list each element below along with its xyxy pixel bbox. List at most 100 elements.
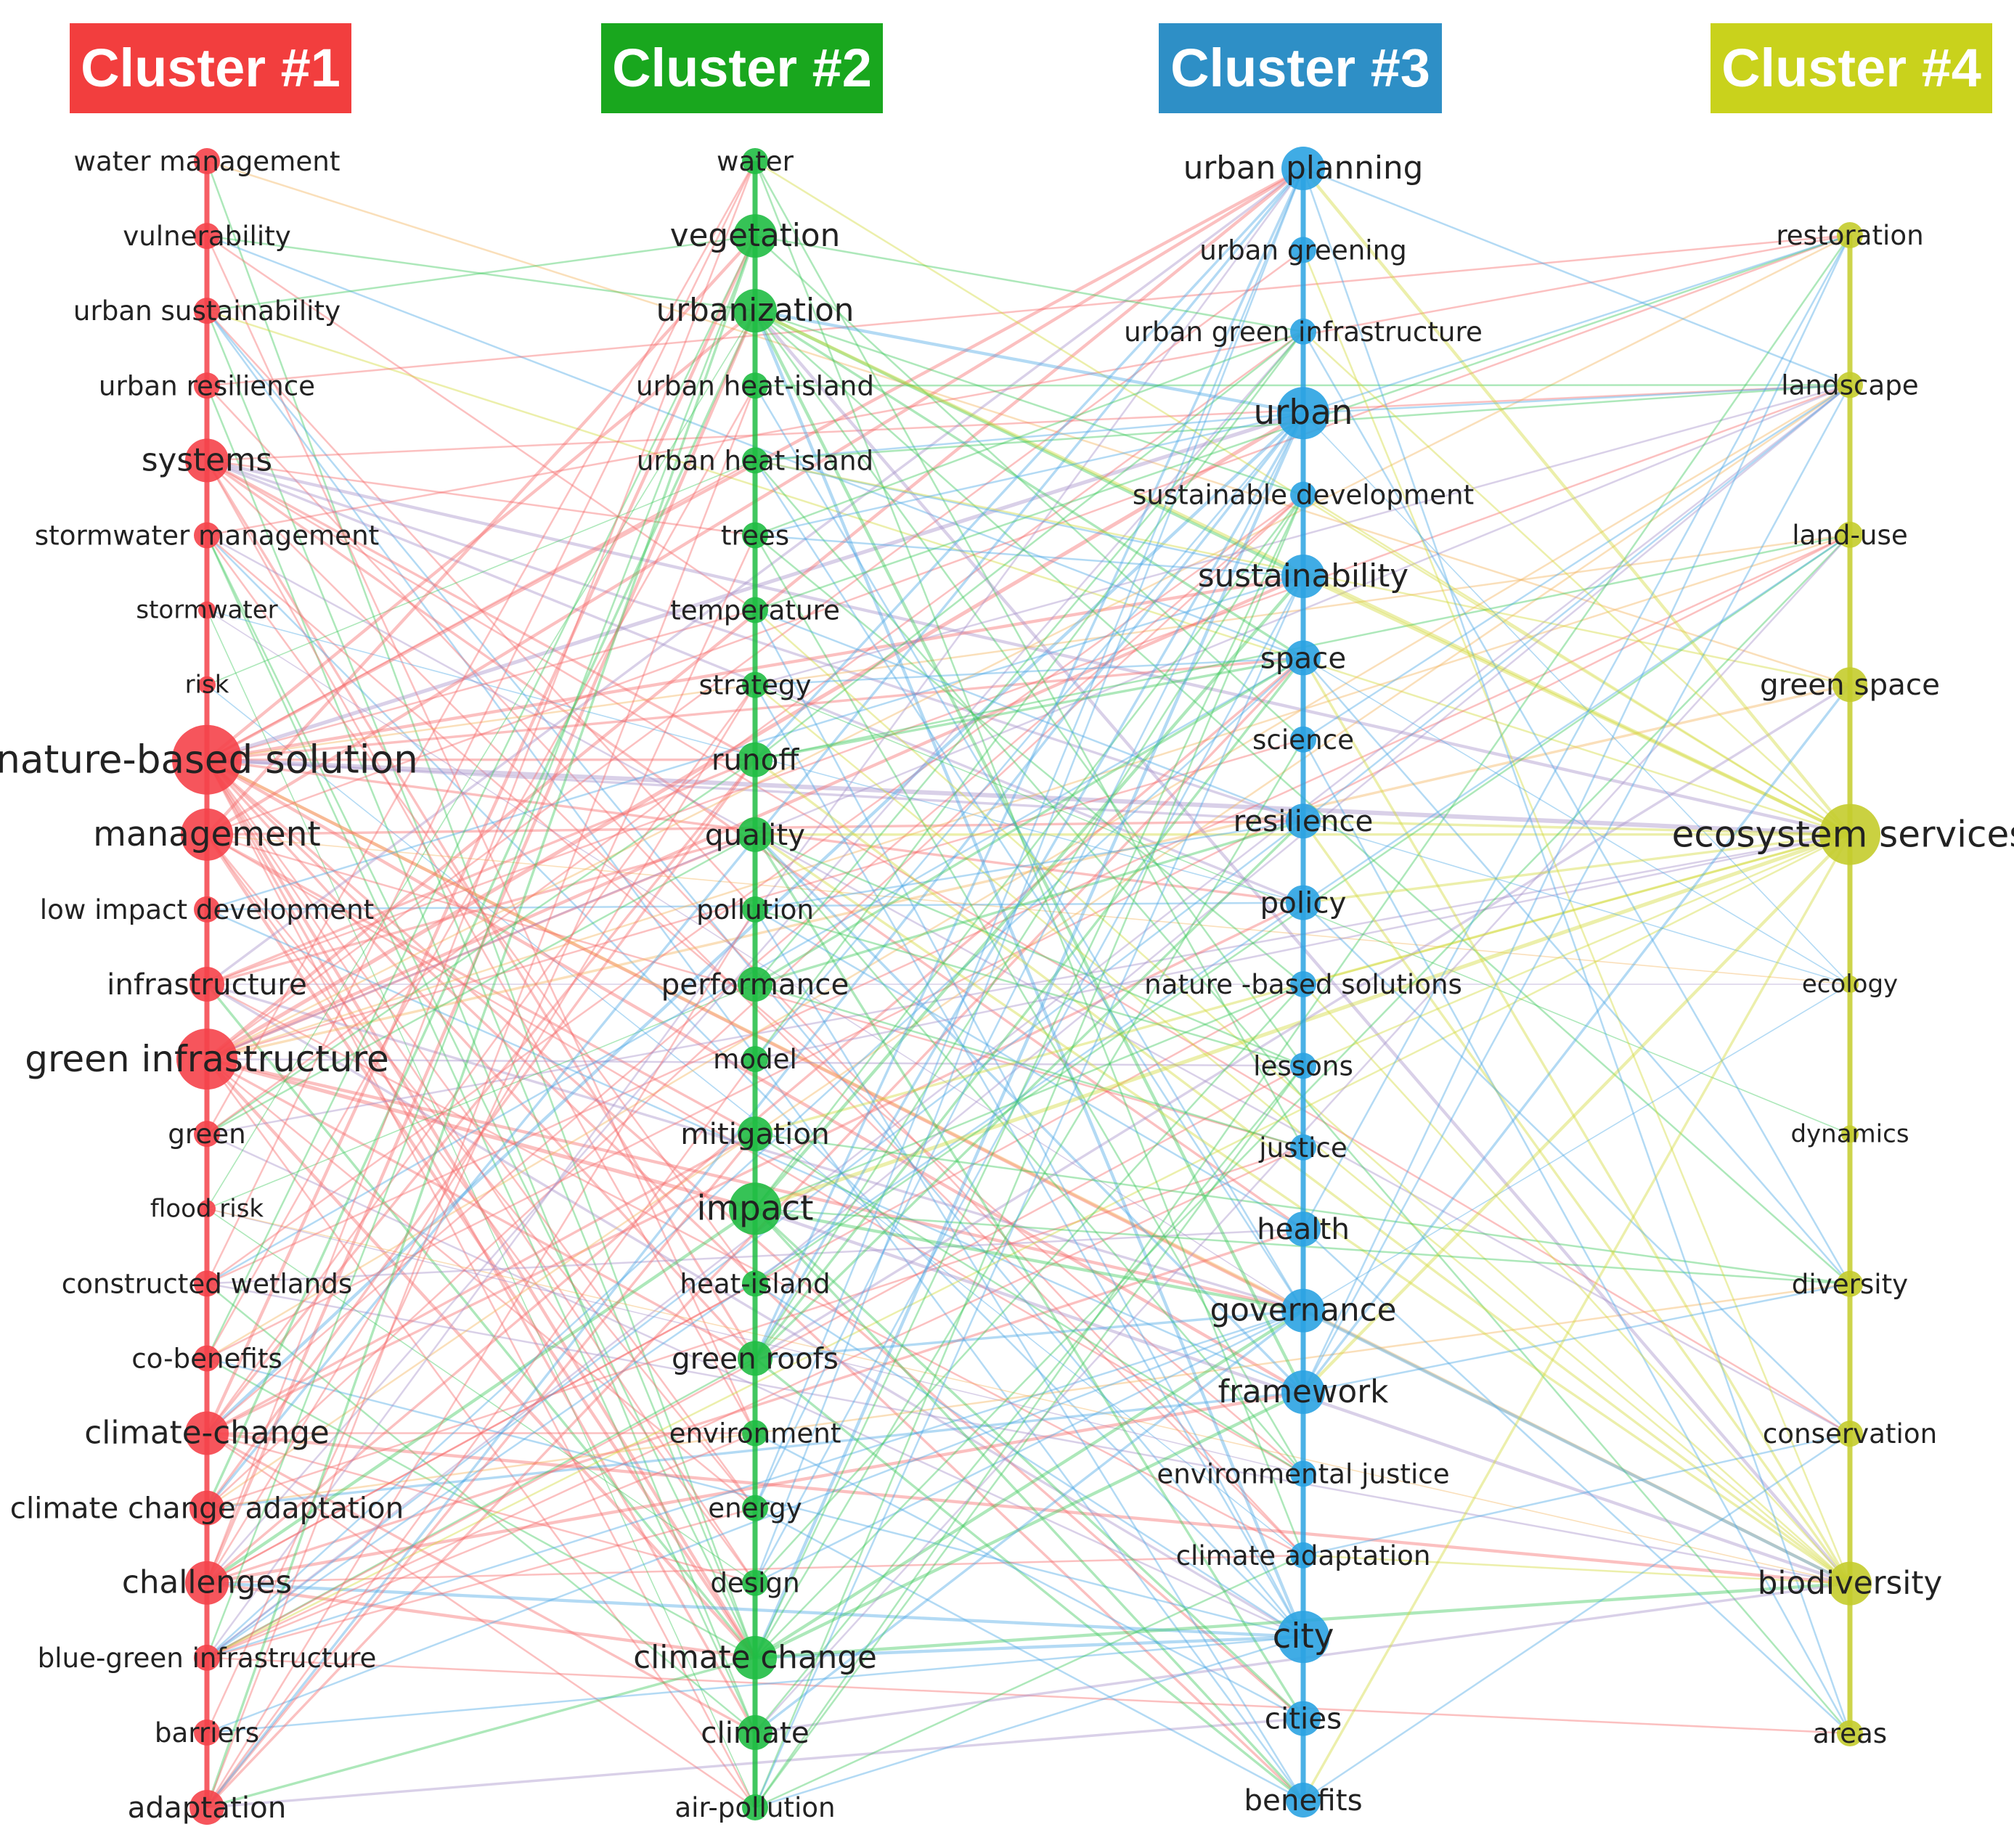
keyword-label: green roofs bbox=[672, 1341, 839, 1375]
link-edge bbox=[754, 1208, 1305, 1802]
link-edge bbox=[1302, 1432, 1851, 1557]
link-edge bbox=[206, 984, 756, 1210]
link-edge bbox=[205, 459, 757, 1434]
keyword-label: systems bbox=[142, 442, 272, 478]
keyword-node bbox=[742, 372, 768, 399]
link-edge bbox=[206, 234, 756, 312]
link-edge bbox=[205, 235, 757, 1659]
link-edge bbox=[1302, 901, 1851, 1435]
link-edge bbox=[205, 235, 757, 1434]
keyword-node bbox=[194, 1345, 220, 1372]
link-edge bbox=[206, 1283, 756, 1733]
node-layer bbox=[172, 147, 1880, 1825]
keyword-node bbox=[1281, 1288, 1325, 1333]
link-edge bbox=[754, 160, 1305, 1556]
link-edge bbox=[205, 1058, 757, 1808]
link-edge bbox=[754, 494, 1305, 1360]
keyword-node bbox=[189, 1790, 224, 1825]
keyword-label: science bbox=[1252, 724, 1354, 756]
link-edge bbox=[754, 310, 1305, 1638]
link-edge bbox=[1302, 984, 1851, 1585]
link-edge bbox=[754, 576, 1305, 1584]
link-edge bbox=[205, 160, 757, 1134]
link-edge bbox=[754, 1554, 1304, 1809]
keyword-node bbox=[172, 724, 242, 795]
link-edge bbox=[205, 759, 757, 1584]
link-edge bbox=[206, 1507, 756, 1659]
link-edge bbox=[754, 819, 1304, 911]
link-edge bbox=[754, 534, 1304, 578]
link-edge bbox=[754, 331, 1304, 1060]
keyword-label: diversity bbox=[1792, 1268, 1908, 1300]
keyword-label: landscape bbox=[1781, 369, 1918, 401]
keyword-label: nature -based solutions bbox=[1144, 968, 1462, 1000]
link-edge bbox=[754, 534, 1304, 985]
link-edge bbox=[754, 494, 1305, 1808]
keyword-node bbox=[1290, 1052, 1316, 1079]
link-edge bbox=[754, 1635, 1304, 1659]
link-edge bbox=[1302, 384, 1851, 1393]
keyword-node bbox=[1281, 555, 1325, 598]
link-edge bbox=[1302, 833, 1851, 1067]
keyword-label: cities bbox=[1265, 1701, 1342, 1736]
link-edge bbox=[205, 759, 757, 1733]
keyword-label: biodiversity bbox=[1758, 1566, 1943, 1602]
link-edge bbox=[754, 160, 1305, 1148]
link-edge bbox=[206, 533, 1851, 1060]
link-edge bbox=[206, 759, 756, 1135]
keyword-label: ecosystem services bbox=[1672, 814, 2014, 856]
link-edge bbox=[754, 1636, 1304, 1809]
keyword-node bbox=[738, 967, 772, 1002]
keyword-label: justice bbox=[1258, 1132, 1348, 1164]
link-edge bbox=[206, 1581, 756, 1659]
keyword-label: risk bbox=[185, 671, 229, 700]
keyword-node bbox=[1286, 804, 1321, 839]
link-edge bbox=[754, 1432, 1304, 1720]
keyword-label: sustainability bbox=[1198, 558, 1408, 594]
link-edge bbox=[754, 310, 1305, 1393]
keyword-label: model bbox=[713, 1043, 797, 1075]
link-edge bbox=[206, 683, 1851, 1060]
link-edge bbox=[1302, 684, 1851, 1394]
link-edge bbox=[206, 1432, 756, 1734]
link-edge bbox=[206, 1283, 756, 1584]
link-edge bbox=[754, 983, 1304, 1148]
link-edge bbox=[205, 684, 757, 1584]
keyword-label: water bbox=[717, 145, 794, 177]
link-edge bbox=[1302, 1309, 1851, 1585]
keyword-label: environment bbox=[669, 1418, 841, 1450]
link-edge bbox=[205, 534, 757, 1733]
keyword-node bbox=[194, 1644, 220, 1671]
keyword-node bbox=[742, 447, 768, 474]
keyword-label: climate bbox=[701, 1715, 809, 1750]
keyword-label: temperature bbox=[670, 594, 840, 626]
keyword-label: framework bbox=[1218, 1374, 1390, 1410]
keyword-node bbox=[181, 808, 233, 861]
keyword-label: impact bbox=[696, 1189, 813, 1228]
link-edge bbox=[1302, 657, 1851, 1585]
keyword-label: conservation bbox=[1763, 1418, 1937, 1450]
link-edge bbox=[1302, 384, 1851, 414]
keyword-label: space bbox=[1260, 640, 1347, 675]
link-edge bbox=[754, 819, 1304, 986]
keyword-node bbox=[198, 676, 216, 694]
link-edge bbox=[205, 534, 757, 1733]
keyword-label: environmental justice bbox=[1157, 1457, 1449, 1489]
link-edge bbox=[754, 412, 1304, 1060]
keyword-label: low impact development bbox=[40, 894, 374, 925]
link-edge bbox=[1302, 833, 1851, 986]
link-edge bbox=[206, 1656, 1851, 1735]
keyword-label: urban greening bbox=[1199, 234, 1407, 266]
link-edge bbox=[754, 412, 1305, 1360]
link-edge bbox=[754, 684, 1305, 1638]
link-edge bbox=[754, 609, 1305, 1638]
link-edge bbox=[206, 609, 756, 761]
keyword-label: climate adaptation bbox=[1176, 1540, 1431, 1571]
keyword-label: co-benefits bbox=[131, 1342, 282, 1374]
keyword-label: pollution bbox=[696, 894, 814, 925]
keyword-node bbox=[1281, 147, 1325, 190]
keyword-node bbox=[194, 1270, 220, 1297]
link-edge bbox=[1302, 167, 1851, 386]
link-edge bbox=[205, 684, 757, 1434]
